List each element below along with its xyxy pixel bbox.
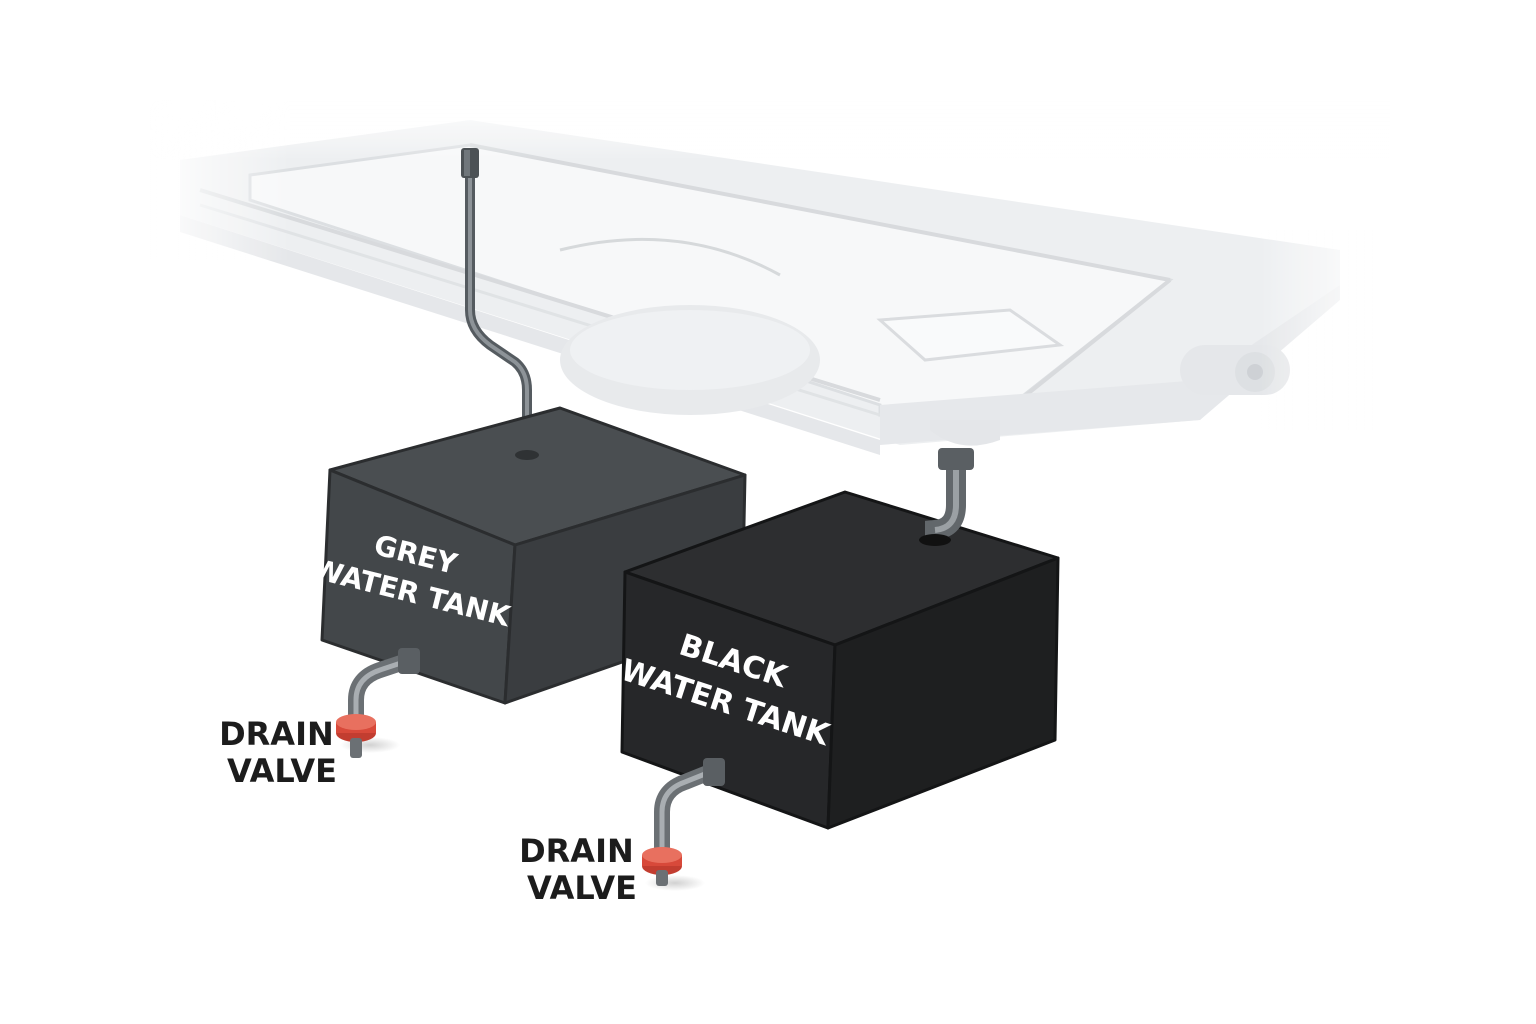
drain-valve-icon[interactable] bbox=[642, 847, 682, 886]
black-drain-assembly bbox=[642, 758, 725, 886]
valve-shadow bbox=[645, 875, 705, 891]
black-tank-inlet-pipe bbox=[919, 448, 974, 546]
black-drain-label: DRAIN VALVE bbox=[519, 832, 645, 907]
grey-drain-label: DRAIN VALVE bbox=[219, 715, 345, 790]
rv-chassis-frame bbox=[150, 100, 1390, 455]
vent-pipe bbox=[461, 148, 532, 455]
drain-valve-icon[interactable] bbox=[336, 714, 376, 758]
grey-drain-assembly bbox=[336, 648, 420, 758]
